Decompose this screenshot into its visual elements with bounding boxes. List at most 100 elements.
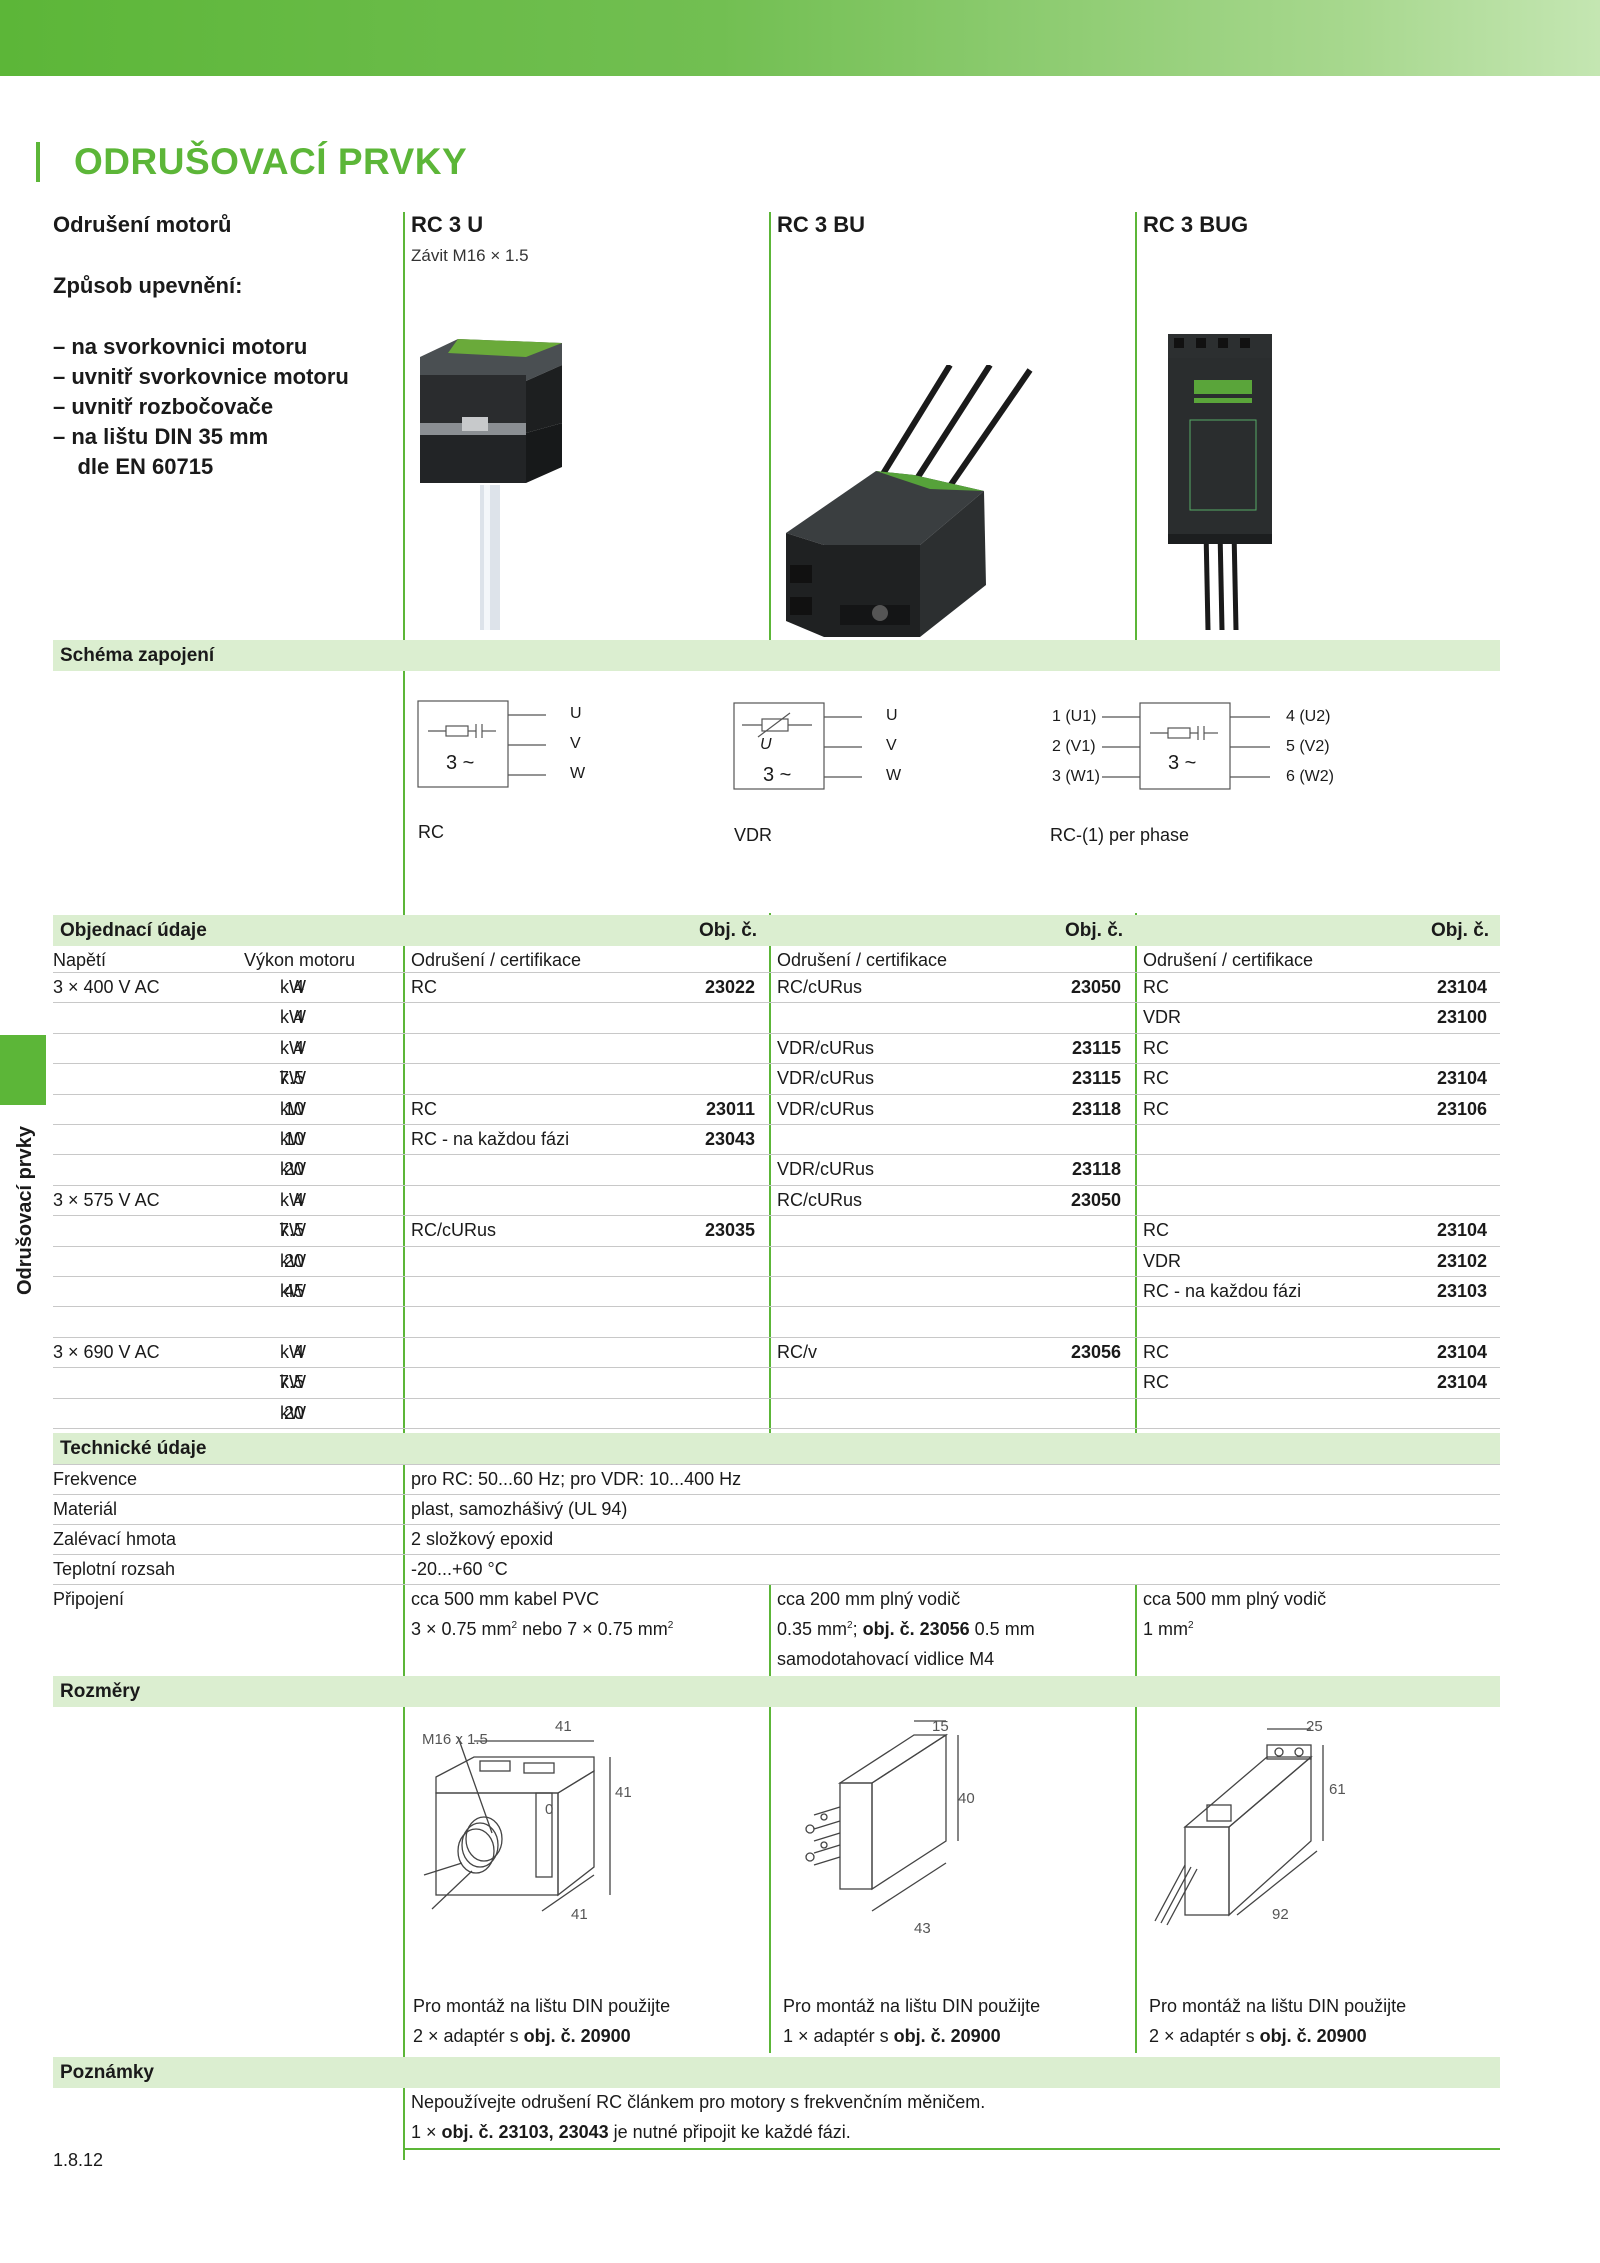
col-cert-3: Odrušení / certifikace <box>1143 950 1314 970</box>
dim-depth: 43 <box>914 1920 931 1937</box>
cert-cell: VDR/cURus <box>777 1099 875 1119</box>
power-value: 10 <box>283 1099 304 1119</box>
power-value: 45 <box>283 1281 304 1301</box>
col-cert-2: Odrušení / certifikace <box>777 950 948 970</box>
cert-cell: RC <box>1143 977 1169 997</box>
connection-rc3bug-line2: 1 mm2 <box>1143 1619 1194 1639</box>
terminal-out-5: 5 (V2) <box>1286 738 1330 755</box>
dims-heading: Rozměry <box>60 1681 141 1702</box>
order-number: 23118 <box>1071 1099 1121 1119</box>
connection-rc3u-line2: 3 × 0.75 mm2 nebo 7 × 0.75 mm2 <box>411 1619 674 1639</box>
cert-cell: VDR/cURus <box>777 1159 875 1179</box>
power-unit: kW <box>280 1251 306 1271</box>
tech-value: 2 složkový epoxid <box>411 1529 554 1549</box>
col-power: Výkon motoru <box>244 950 356 970</box>
cert-cell: RC/cURus <box>777 977 863 997</box>
power-unit: kW <box>280 1129 306 1149</box>
product-subtitle-rc3u: Závit M16 × 1.5 <box>411 246 529 265</box>
obj-header-2: Obj. č. <box>1065 920 1124 941</box>
cert-cell: VDR/cURus <box>777 1038 875 1058</box>
terminal-u: U <box>570 705 582 722</box>
column-divider-2a <box>769 212 771 640</box>
row-divider <box>53 1554 1500 1555</box>
row-divider <box>53 1063 1500 1064</box>
rc3bug-product-photo <box>1168 334 1272 630</box>
din-note-line1: Pro montáž na lištu DIN použijte <box>783 1996 1041 2016</box>
order-number: 23050 <box>1070 977 1121 997</box>
bug-phase-symbol: 3 ~ <box>1168 752 1197 774</box>
dim-width: 15 <box>932 1718 949 1735</box>
row-divider <box>53 1337 1500 1338</box>
power-value: 7.5 <box>278 1068 304 1088</box>
tech-value: pro RC: 50...60 Hz; pro VDR: 10...400 Hz <box>411 1469 742 1489</box>
dim-offset: 0 <box>545 1801 554 1818</box>
power-value: 4 <box>293 1342 304 1362</box>
connection-rc3bu-line1: cca 200 mm plný vodič <box>777 1589 961 1609</box>
row-divider <box>53 1367 1500 1368</box>
connection-rc3bu-line2: 0.35 mm2; obj. č. 23056 0.5 mm <box>777 1619 1035 1639</box>
row-divider <box>53 972 1500 973</box>
cert-cell: RC/v <box>777 1342 817 1362</box>
order-section-header: Objednací údaje <box>53 915 1500 946</box>
order-number: 23115 <box>1071 1068 1121 1088</box>
cert-cell: RC - na každou fázi <box>411 1129 570 1149</box>
row-divider <box>53 1428 1500 1429</box>
order-number: 23115 <box>1071 1038 1121 1058</box>
rc3u-dimension-drawing <box>423 1736 611 1912</box>
terminal-in-1: 1 (U1) <box>1052 708 1097 725</box>
rc3bug-dimension-drawing <box>1154 1728 1324 1926</box>
cert-cell: RC <box>411 1099 437 1119</box>
power-unit: kW <box>280 1159 306 1179</box>
cert-cell: RC <box>1143 1342 1169 1362</box>
power-unit: kW <box>280 977 306 997</box>
terminal-in-3: 3 (W1) <box>1052 768 1100 785</box>
terminal-v: V <box>886 737 897 754</box>
column-divider-3b <box>1135 913 1137 1434</box>
cert-cell: VDR <box>1143 1007 1182 1027</box>
power-unit: kW <box>280 1007 306 1027</box>
power-value: 7.5 <box>278 1372 304 1392</box>
dim-depth: 92 <box>1272 1906 1289 1923</box>
power-value: 4 <box>293 1190 304 1210</box>
tech-label: Teplotní rozsah <box>53 1559 176 1579</box>
schema-label-rc-per-phase: RC-(1) per phase <box>1050 825 1190 845</box>
voltage-cell: 3 × 575 V AC <box>53 1190 160 1210</box>
order-number: 23106 <box>1436 1099 1487 1119</box>
rc3bu-dimension-drawing <box>805 1720 959 1912</box>
note-line1: Nepoužívejte odrušení RC článkem pro mot… <box>411 2092 986 2112</box>
rc-phase-symbol: 3 ~ <box>446 752 475 774</box>
column-divider-1 <box>403 212 405 2160</box>
schema-section-header: Schéma zapojení <box>53 640 1500 671</box>
order-number: 23103 <box>1436 1281 1487 1301</box>
note-line2: 1 × obj. č. 23103, 23043 je nutné připoj… <box>411 2122 851 2142</box>
top-banner <box>0 0 1600 76</box>
din-note-line2: 2 × adaptér s obj. č. 20900 <box>413 2026 631 2046</box>
connection-rc3u-line1: cca 500 mm kabel PVC <box>411 1589 600 1609</box>
vdr-phase-symbol: 3 ~ <box>763 764 792 786</box>
tech-value: plast, samozhášivý (UL 94) <box>411 1499 628 1519</box>
order-number: 23118 <box>1071 1159 1121 1179</box>
mount-item: – na svorkovnici motoru <box>53 334 308 359</box>
schema-label-rc: RC <box>418 822 444 842</box>
din-note-line1: Pro montáž na lištu DIN použijte <box>413 1996 671 2016</box>
cert-cell: RC <box>1143 1372 1169 1392</box>
din-note-line2: 2 × adaptér s obj. č. 20900 <box>1149 2026 1367 2046</box>
terminal-in-2: 2 (V1) <box>1052 738 1096 755</box>
dim-height: 61 <box>1329 1781 1346 1798</box>
order-number: 23104 <box>1436 1372 1487 1392</box>
vdr-u-symbol: U <box>760 736 772 753</box>
terminal-w: W <box>570 765 586 782</box>
connection-rc3bug-line1: cca 500 mm plný vodič <box>1143 1589 1327 1609</box>
page-title-text: ODRUŠOVACÍ PRVKY <box>74 141 468 182</box>
mount-item: dle EN 60715 <box>53 454 214 479</box>
row-divider <box>53 1185 1500 1186</box>
row-divider <box>53 1154 1500 1155</box>
title-accent-bar <box>36 142 40 182</box>
order-number: 23056 <box>1070 1342 1121 1362</box>
power-unit: kW <box>280 1281 306 1301</box>
order-number: 23104 <box>1436 1342 1487 1362</box>
power-value: 10 <box>283 1129 304 1149</box>
tech-label: Materiál <box>53 1499 118 1519</box>
tech-value: -20...+60 °C <box>411 1559 508 1579</box>
row-divider <box>53 1584 1500 1585</box>
